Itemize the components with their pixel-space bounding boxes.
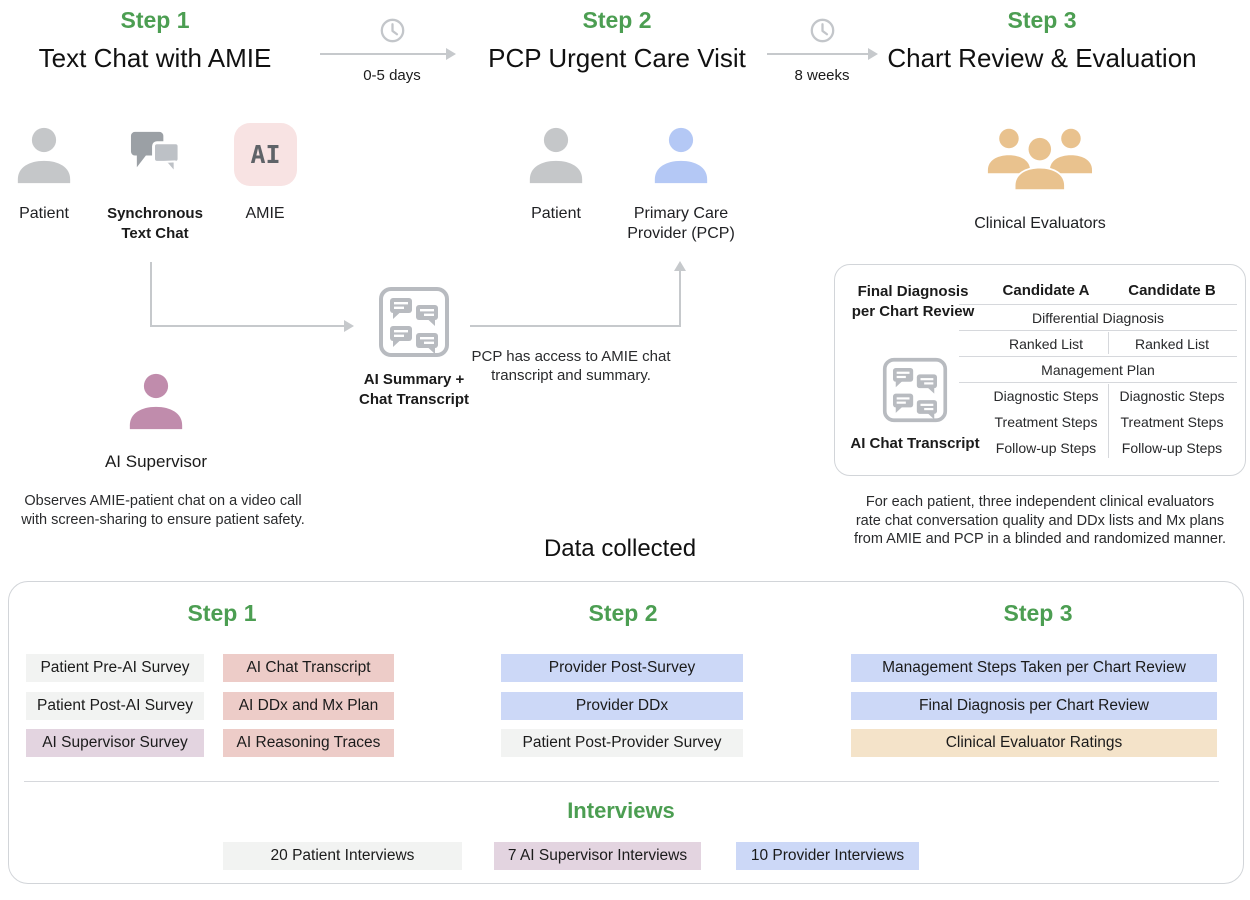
treatment-steps-a: Treatment Steps [994, 414, 1098, 430]
patient2-label: Patient [531, 205, 581, 222]
dc-step2-header: Step 2 [588, 600, 658, 626]
ai-badge-text: AI [250, 140, 281, 169]
table-column-divider [1108, 384, 1109, 458]
data-box: AI Supervisor Survey [26, 729, 204, 757]
timeline1-arrowhead-icon [446, 48, 456, 60]
differential-diagnosis-row: Differential Diagnosis [1031, 310, 1165, 326]
data-box: 10 Provider Interviews [736, 842, 919, 870]
step1-title: Text Chat with AMIE [38, 43, 272, 73]
dc-step1-header: Step 1 [187, 600, 257, 626]
data-box: AI Reasoning Traces [223, 729, 394, 757]
clock-icon [380, 18, 405, 43]
interviews-title: Interviews [567, 798, 675, 823]
pcp-access-note-line2: transcript and summary. [491, 367, 651, 385]
data-box: Provider DDx [501, 692, 743, 720]
timeline2-duration: 8 weeks [794, 67, 850, 84]
table-divider [959, 304, 1237, 305]
ai-chat-transcript-icon [882, 357, 948, 423]
ranked-list-b: Ranked List [1135, 336, 1209, 352]
clock-icon [810, 18, 835, 43]
data-box: Patient Pre-AI Survey [26, 654, 204, 682]
panel-left-header: Final Diagnosis per Chart Review [851, 283, 975, 320]
data-box: Patient Post-AI Survey [26, 692, 204, 720]
followup-steps-a: Follow-up Steps [995, 440, 1097, 456]
dc-step3-header: Step 3 [1003, 600, 1073, 626]
sync-chat-label: Synchronous Text Chat [107, 205, 203, 242]
amie-ai-badge: AI [234, 123, 297, 186]
table-divider [959, 356, 1237, 357]
panel-icon-caption: AI Chat Transcript [850, 435, 980, 452]
artifact-label: AI Summary + Chat Transcript [358, 371, 470, 408]
step1-label: Step 1 [120, 7, 190, 33]
step2-label: Step 2 [582, 7, 652, 33]
connector1-horizontal-line [150, 325, 345, 327]
evaluators-label: Clinical Evaluators [974, 215, 1106, 232]
data-collected-title: Data collected [543, 535, 697, 562]
data-box: AI DDx and Mx Plan [223, 692, 394, 720]
diagnostic-steps-a: Diagnostic Steps [993, 388, 1099, 404]
step3-label: Step 3 [1007, 7, 1077, 33]
evaluator-note: For each patient, three independent clin… [830, 493, 1250, 549]
step3-title: Chart Review & Evaluation [887, 43, 1197, 73]
evaluator-note-line3: from AMIE and PCP in a blinded and rando… [853, 531, 1227, 548]
table-column-divider [1108, 332, 1109, 354]
supervisor-note-line2: with screen-sharing to ensure patient sa… [21, 511, 305, 528]
followup-steps-b: Follow-up Steps [1121, 440, 1223, 456]
timeline1-arrow-line [320, 53, 447, 55]
patient-person-icon [529, 127, 583, 184]
candidate-a-header: Candidate A [1002, 282, 1090, 299]
connector1-arrowhead-icon [344, 320, 354, 332]
supervisor-note: Observes AMIE-patient chat on a video ca… [10, 492, 316, 529]
patient-person-icon [17, 127, 71, 184]
data-box: Patient Post-Provider Survey [501, 729, 743, 757]
management-plan-row: Management Plan [1041, 362, 1155, 378]
ai-supervisor-person-icon [129, 373, 183, 430]
treatment-steps-b: Treatment Steps [1120, 414, 1224, 430]
chat-transcript-document-icon [379, 287, 449, 357]
table-divider [959, 330, 1237, 331]
connector2-horizontal-line [470, 325, 680, 327]
supervisor-note-line1: Observes AMIE-patient chat on a video ca… [24, 493, 302, 509]
table-divider [959, 382, 1237, 383]
data-box: 7 AI Supervisor Interviews [494, 842, 701, 870]
patient1-label: Patient [19, 205, 69, 222]
data-box: 20 Patient Interviews [223, 842, 462, 870]
connector2-vertical-line [679, 271, 681, 327]
timeline1-duration: 0-5 days [363, 67, 421, 84]
data-box: Provider Post-Survey [501, 654, 743, 682]
supervisor-label: AI Supervisor [104, 452, 208, 471]
connector1-vertical-line [150, 262, 152, 327]
clinical-evaluators-group-icon [987, 128, 1093, 192]
timeline2-arrow-line [767, 53, 869, 55]
interviews-divider [24, 781, 1219, 782]
data-collected-panel: Step 1 Step 2 Step 3 Patient Pre-AI Surv… [8, 581, 1244, 884]
pcp-person-icon [654, 127, 708, 184]
pcp-access-note-line1: PCP has access to AMIE chat [471, 348, 671, 365]
diagnostic-steps-b: Diagnostic Steps [1119, 388, 1225, 404]
timeline2-arrowhead-icon [868, 48, 878, 60]
chart-review-panel: Final Diagnosis per Chart Review [834, 264, 1246, 476]
pcp-access-note: PCP has access to AMIE chat transcript a… [450, 347, 692, 385]
amie-label: AMIE [245, 205, 285, 222]
data-box: AI Chat Transcript [223, 654, 394, 682]
ranked-list-a: Ranked List [1009, 336, 1083, 352]
evaluator-note-line2: rate chat conversation quality and DDx l… [855, 512, 1225, 529]
candidate-b-header: Candidate B [1128, 282, 1216, 299]
data-box: Management Steps Taken per Chart Review [851, 654, 1217, 682]
synchronous-text-chat-icon [130, 131, 181, 175]
step2-title: PCP Urgent Care Visit [488, 43, 746, 73]
connector2-arrowhead-icon [674, 261, 686, 271]
data-box: Final Diagnosis per Chart Review [851, 692, 1217, 720]
pcp-label: Primary Care Provider (PCP) [627, 205, 735, 242]
data-box: Clinical Evaluator Ratings [851, 729, 1217, 757]
evaluator-note-line1: For each patient, three independent clin… [865, 494, 1215, 510]
